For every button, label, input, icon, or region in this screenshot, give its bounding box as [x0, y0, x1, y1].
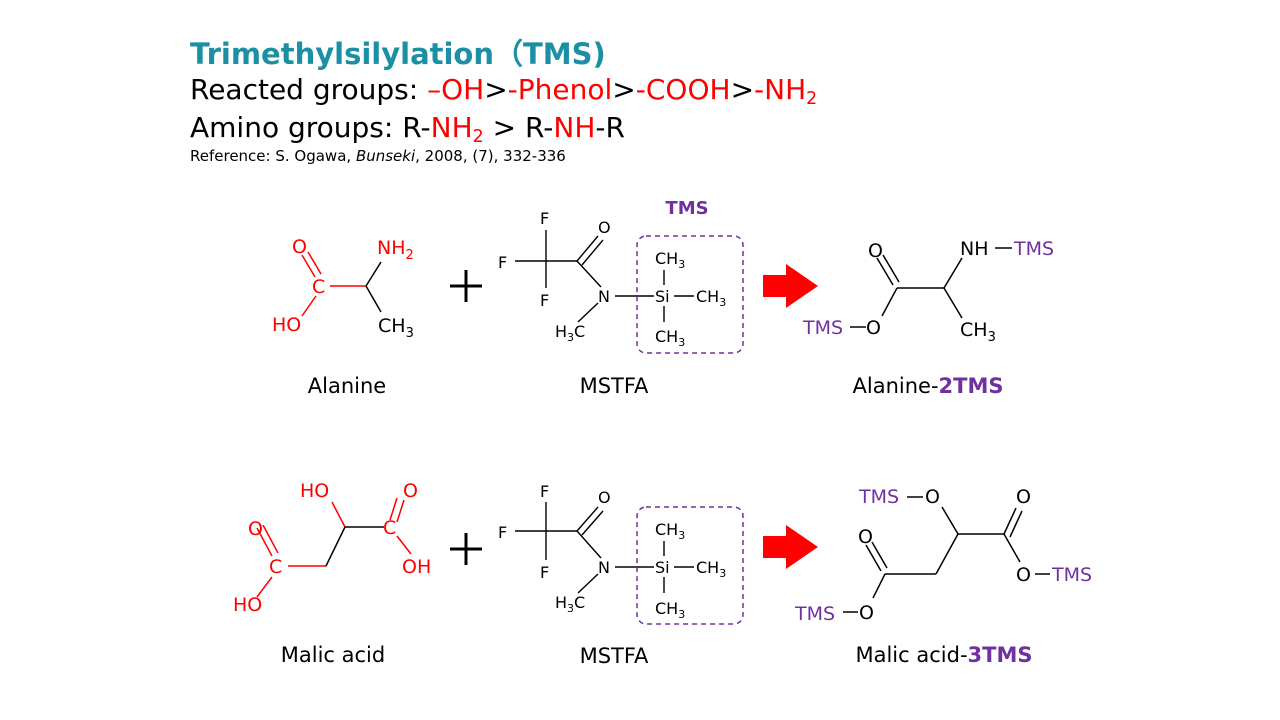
tms-group: TMS: [1013, 238, 1054, 260]
atom-h3c: H3C: [555, 593, 585, 615]
amino-groups-end: -R: [595, 111, 625, 144]
tms-label: TMS: [665, 198, 708, 219]
atom-f: F: [498, 523, 507, 542]
atom-ch3: CH3: [696, 558, 726, 580]
secondary-amine: NH: [553, 111, 596, 144]
atom-f: F: [540, 563, 549, 582]
tms-group: TMS: [858, 486, 899, 508]
product-label: Alanine-2TMS: [853, 374, 1004, 398]
mstfa-structure: F F F O N H3C Si CH3 CH3 CH3 TMS: [498, 198, 744, 354]
tms-group: TMS: [802, 317, 843, 339]
page-title: Trimethylsilylation（TMS): [190, 37, 606, 71]
atom-h3c: H3C: [555, 322, 585, 344]
atom-ch3: CH3: [655, 520, 685, 542]
atom-o: O: [1016, 564, 1031, 586]
atom-o: O: [292, 236, 307, 258]
reagent-label: MSTFA: [580, 644, 649, 668]
gt-sign: >: [730, 73, 755, 106]
alanine-structure: O C HO NH2 CH3: [272, 236, 414, 341]
tms-highlight-box: [636, 235, 744, 354]
atom-ch3: CH3: [655, 249, 685, 271]
atom-ch3: CH3: [655, 599, 685, 621]
atom-o: O: [1016, 486, 1031, 508]
gt-sign: >: [612, 73, 636, 106]
reference-journal: Bunseki: [355, 147, 416, 165]
mstfa-structure: F F F O N H3C Si CH3 CH3 CH3: [498, 482, 744, 625]
atom-nh2: NH2: [377, 237, 414, 263]
atom-si: Si: [655, 287, 670, 306]
atom-n: N: [598, 558, 610, 577]
atom-o: O: [598, 218, 611, 237]
atom-nh: NH: [960, 238, 989, 260]
malic-acid-3tms-structure: O O TMS O TMS O O TMS: [794, 486, 1092, 625]
primary-amine: NH2: [430, 111, 484, 147]
atom-o: O: [248, 518, 263, 540]
atom-c: C: [312, 276, 325, 298]
atom-o: O: [925, 486, 940, 508]
reacted-groups-label: Reacted groups:: [190, 73, 428, 106]
atom-o: O: [403, 480, 418, 502]
amino-groups-mid: > R-: [483, 111, 554, 144]
tms-group: TMS: [1051, 564, 1092, 586]
atom-si: Si: [655, 558, 670, 577]
atom-ho: HO: [233, 594, 262, 616]
atom-oh: OH: [402, 556, 431, 578]
alanine-2tms-structure: O O TMS NH TMS CH3: [802, 238, 1054, 345]
atom-f: F: [498, 253, 507, 272]
atom-o: O: [859, 602, 874, 624]
reaction-arrow-icon: [763, 525, 818, 569]
primary-amine-text: NH: [430, 111, 473, 144]
atom-f: F: [540, 209, 549, 228]
atom-c: C: [383, 517, 396, 539]
amino-groups-label: Amino groups: R-: [190, 111, 431, 144]
reaction-arrow-icon: [763, 264, 818, 308]
subscript: 2: [472, 126, 484, 147]
gt-sign: >: [484, 73, 508, 106]
atom-f: F: [540, 291, 549, 310]
atom-ho: HO: [272, 314, 301, 336]
reference-suffix: , 2008, (7), 332-336: [415, 147, 566, 165]
hydroxyl-group: –OH: [427, 73, 485, 106]
atom-o: O: [866, 317, 881, 339]
reactant-label: Malic acid: [281, 643, 385, 667]
amine-group-text: -NH: [754, 73, 807, 106]
reference-prefix: Reference: S. Ogawa,: [190, 147, 356, 165]
atom-o: O: [868, 240, 883, 262]
amino-groups-line: Amino groups: R-NH2 > R-NH-R: [190, 111, 625, 147]
atom-o: O: [858, 526, 873, 548]
atom-ch3: CH3: [378, 315, 414, 341]
tms-highlight-box: [636, 506, 744, 625]
plus-icon: [450, 270, 482, 302]
reacted-groups-line: Reacted groups: –OH>-Phenol>-COOH>-NH2: [190, 73, 817, 109]
tms-group: TMS: [794, 603, 835, 625]
atom-n: N: [598, 287, 610, 306]
atom-o: O: [598, 488, 611, 507]
atom-c: C: [269, 556, 282, 578]
atom-ch3: CH3: [696, 287, 726, 309]
atom-ch3: CH3: [655, 327, 685, 349]
phenol-group: -Phenol: [507, 73, 613, 106]
reagent-label: MSTFA: [580, 374, 649, 398]
amine-group: -NH2: [754, 73, 818, 109]
atom-ho: HO: [300, 480, 329, 502]
atom-ch3: CH3: [960, 319, 996, 345]
malic-acid-structure: O C HO HO C O OH: [233, 480, 431, 616]
subscript: 2: [806, 88, 818, 109]
reactant-label: Alanine: [308, 374, 386, 398]
plus-icon: [450, 533, 482, 565]
carboxyl-group: -COOH: [635, 73, 731, 106]
reference-line: Reference: S. Ogawa, Bunseki, 2008, (7),…: [190, 147, 566, 165]
atom-f: F: [540, 482, 549, 501]
product-label: Malic acid-3TMS: [855, 643, 1032, 667]
